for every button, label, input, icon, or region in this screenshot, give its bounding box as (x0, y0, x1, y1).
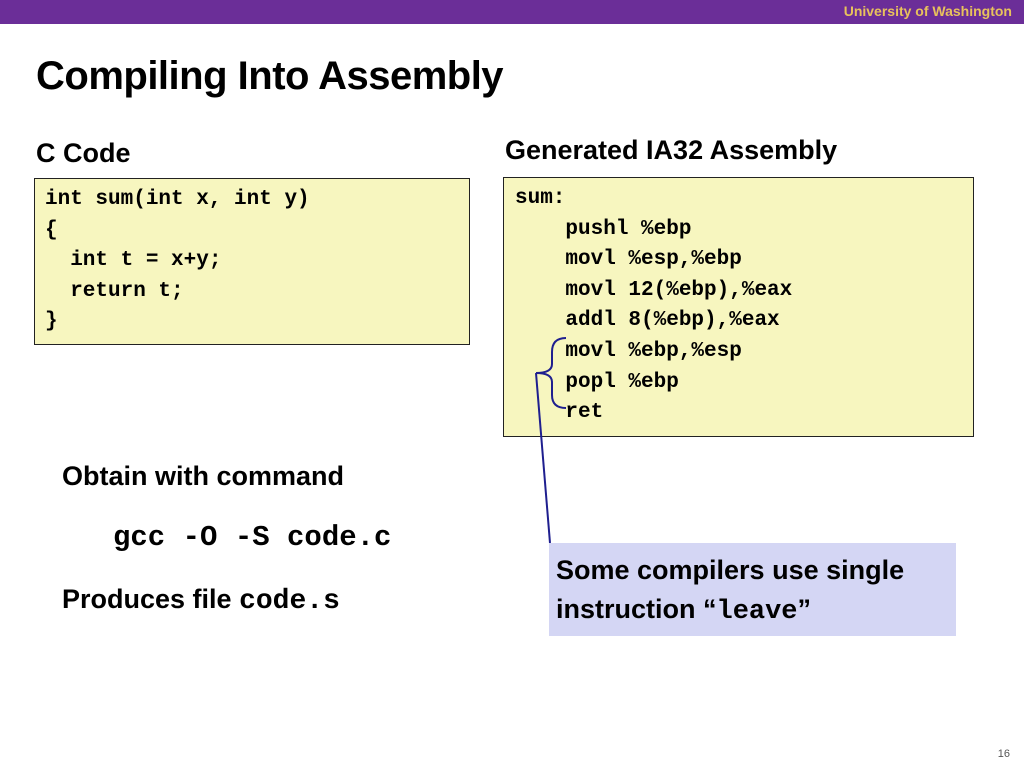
c-code-box: int sum(int x, int y) { int t = x+y; ret… (34, 178, 470, 345)
connector-line (535, 372, 551, 544)
code-line: int sum(int x, int y) (45, 188, 310, 211)
slide-title: Compiling Into Assembly (36, 54, 504, 98)
obtain-label: Obtain with command (62, 461, 345, 491)
assembly-code-box: sum: pushl %ebp movl %esp,%ebp movl 12(%… (503, 177, 974, 437)
assembly-heading: Generated IA32 Assembly (505, 135, 838, 165)
asm-line: movl %ebp,%esp (515, 339, 742, 363)
code-line: return t; (45, 279, 184, 303)
gcc-command: gcc -O -S code.c (113, 521, 392, 554)
asm-line: movl %esp,%ebp (515, 248, 742, 272)
produces-line: Produces file code.s (62, 584, 340, 617)
header-bar: University of Washington (0, 0, 1024, 24)
asm-line: addl 8(%ebp),%eax (515, 309, 780, 333)
callout-prefix: instruction “ (556, 594, 717, 624)
c-code-heading: C Code (36, 138, 131, 168)
university-name: University of Washington (843, 3, 1012, 19)
code-line: int t = x+y; (45, 249, 222, 273)
asm-line: popl %ebp (515, 370, 679, 394)
asm-line: ret (515, 401, 604, 425)
leave-keyword: leave (716, 597, 798, 627)
callout-suffix: ” (797, 594, 812, 624)
callout-line-1: Some compilers use single (556, 555, 905, 585)
asm-line: pushl %ebp (515, 217, 692, 241)
asm-line: sum: (515, 187, 566, 210)
produces-filename: code.s (239, 586, 340, 617)
code-line: { (45, 218, 58, 242)
curly-brace (535, 337, 567, 409)
page-number: 16 (997, 748, 1010, 760)
asm-line: movl 12(%ebp),%eax (515, 278, 793, 302)
callout-line-2: instruction “leave” (556, 590, 956, 632)
leave-instruction-callout: Some compilers use single instruction “l… (549, 543, 956, 636)
produces-label: Produces file (62, 584, 240, 614)
code-line: } (45, 310, 58, 334)
